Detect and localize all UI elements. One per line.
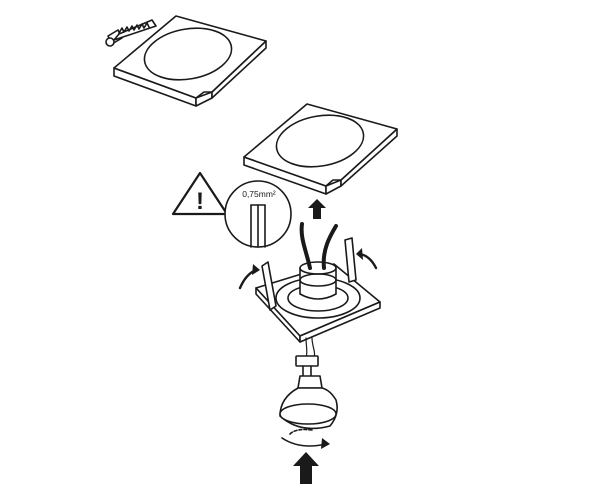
wire-spec-label: 0,75mm² — [242, 189, 276, 199]
lamp-bulb — [279, 375, 338, 430]
wire-gauge-icon: 0,75mm² — [224, 180, 292, 248]
rotate-arrow-icon — [281, 428, 330, 449]
warning-triangle-icon: ! — [171, 171, 229, 216]
arrow-up-icon — [293, 452, 319, 484]
arrow-up-icon — [308, 199, 326, 219]
supply-wires — [299, 222, 338, 270]
warning-symbol: ! — [196, 188, 204, 215]
trim-plate-top — [113, 15, 267, 107]
rotate-arrow-icon — [238, 248, 378, 290]
screwdriver-icon — [105, 19, 157, 47]
lamp-connector — [295, 337, 319, 377]
fixture-housing — [255, 237, 381, 343]
trim-plate-lifted — [243, 103, 398, 195]
